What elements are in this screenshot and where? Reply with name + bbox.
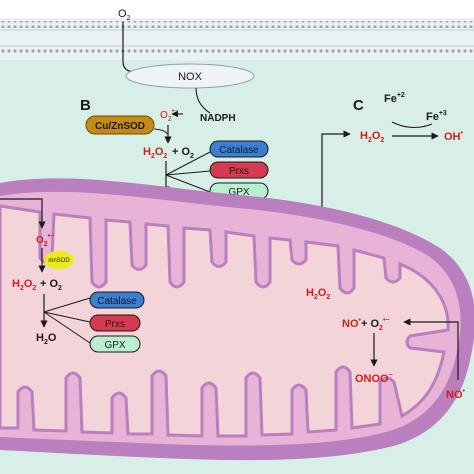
membrane-o2-label: O2 bbox=[118, 8, 131, 22]
mito-prxs-label: Prxs bbox=[105, 319, 125, 330]
peroxynitrite: ONOO− bbox=[355, 372, 393, 385]
extracellular-space bbox=[0, 0, 474, 18]
mnsod-label: mnSOD bbox=[48, 258, 70, 264]
panel-b-catalase-badge bbox=[209, 140, 269, 158]
mito-matrix bbox=[0, 204, 450, 438]
cell-membrane bbox=[0, 18, 474, 60]
mito-entry-arrow bbox=[0, 198, 46, 229]
nox-label: NOX bbox=[178, 71, 203, 83]
panel-b-prxs-badge bbox=[209, 161, 269, 179]
mnsod-badge bbox=[44, 251, 74, 269]
mito-water: H2O bbox=[36, 332, 57, 346]
cu-znsod-connector bbox=[153, 128, 168, 135]
fenton-iron-curve bbox=[391, 121, 433, 128]
mito-plus-o2: + O2 bbox=[40, 278, 62, 292]
panel-b-catalase-label: Catalase bbox=[219, 145, 259, 156]
panel-b-letter: B bbox=[80, 97, 91, 114]
nox-to-nadph-line bbox=[195, 87, 211, 114]
panel-c-letter: C bbox=[353, 97, 364, 114]
panel-b-prxs-label: Prxs bbox=[229, 166, 249, 177]
mito-superoxide: O2•− bbox=[36, 233, 54, 248]
mito-gpx-label: GPX bbox=[104, 340, 125, 351]
mito-plus-superoxide: + O2•− bbox=[361, 317, 390, 332]
mito-h2o2: H2O2 bbox=[12, 278, 36, 292]
mito-nitric-oxide: NO• bbox=[342, 317, 362, 330]
mito-enzyme-branches bbox=[43, 297, 91, 344]
fe2-label: Fe+2 bbox=[384, 92, 405, 105]
panel-c-h2o2: H2O2 bbox=[360, 130, 384, 144]
mitochondrion bbox=[0, 178, 474, 461]
mito-catalase-badge bbox=[89, 291, 145, 309]
panel-b-enzyme-branches bbox=[165, 151, 211, 193]
external-nitric-oxide: NO• bbox=[446, 388, 466, 401]
cu-znsod-badge bbox=[85, 115, 155, 135]
nadph-label: NADPH bbox=[200, 113, 236, 124]
panel-b-h2o2: H2O2 bbox=[143, 146, 167, 160]
mito-h2o2-out: H2O2 bbox=[306, 287, 330, 301]
mito-prxs-badge bbox=[89, 314, 141, 332]
mito-gpx-badge bbox=[89, 335, 141, 353]
mito-catalase-label: Catalase bbox=[97, 296, 137, 307]
fe3-label: Fe+3 bbox=[426, 110, 447, 123]
external-no-entry-arrow bbox=[403, 318, 459, 380]
nox-enzyme bbox=[125, 63, 255, 89]
hydroxyl-radical: OH• bbox=[444, 130, 464, 143]
panel-b-plus-o2: + O2 bbox=[172, 146, 194, 160]
panel-b-gpx-label: GPX bbox=[228, 187, 249, 198]
cu-znsod-label: Cu/ZnSOD bbox=[95, 121, 145, 132]
